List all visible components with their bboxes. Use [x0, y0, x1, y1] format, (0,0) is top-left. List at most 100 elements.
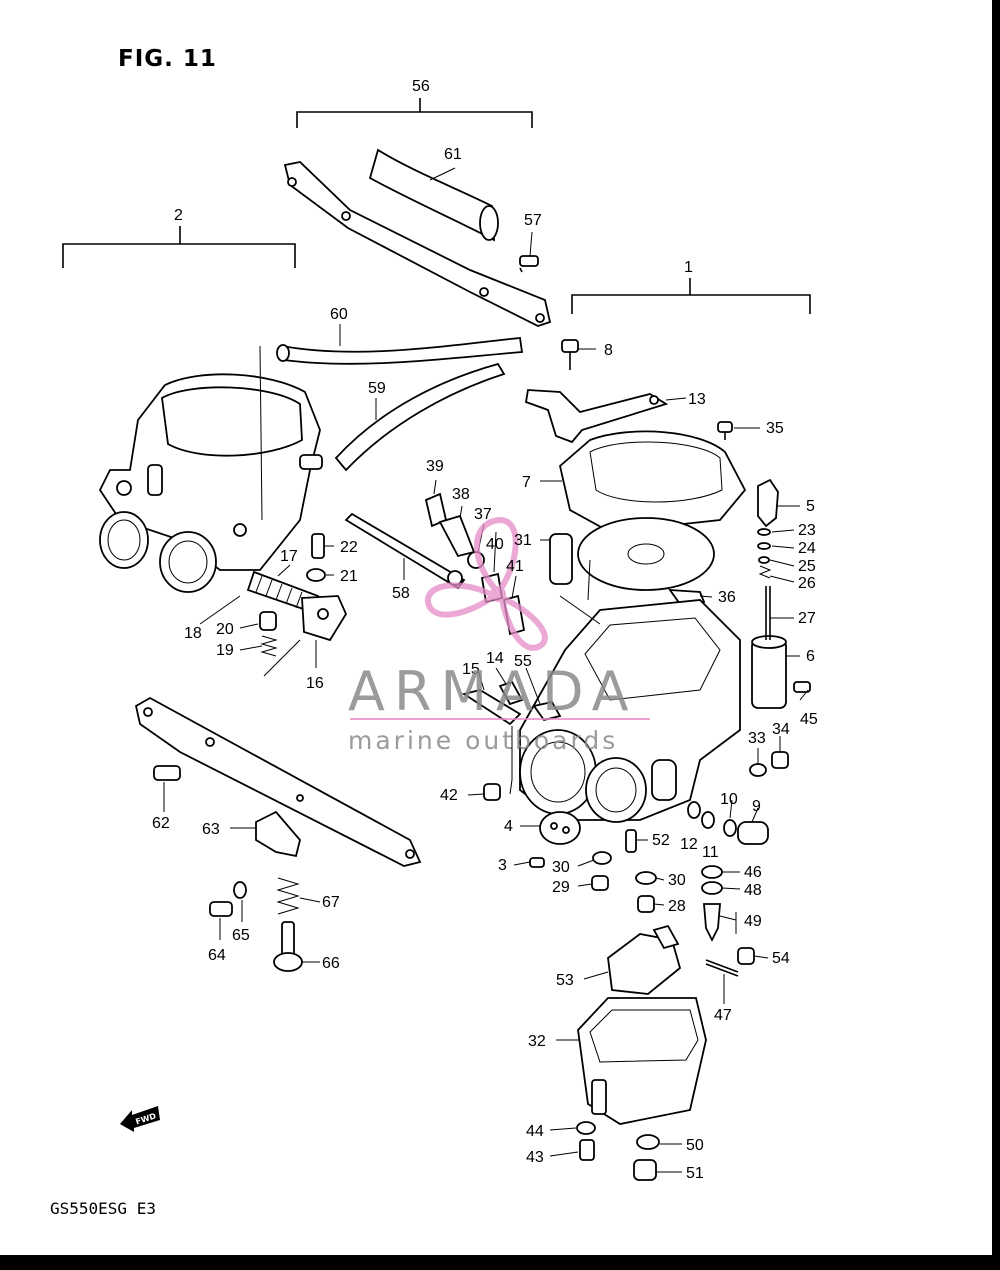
part-jet-46 [701, 865, 723, 879]
bracket-group-56 [296, 98, 533, 128]
callout-34: 34 [772, 721, 790, 738]
callout-19: 19 [216, 642, 234, 659]
callout-7: 7 [522, 474, 531, 491]
callout-32: 32 [528, 1033, 546, 1050]
part-screw-52 [625, 829, 637, 853]
part-washer-12 [687, 801, 701, 819]
part-screw-3 [529, 857, 545, 868]
fwd-arrow-icon: FWD [120, 1106, 160, 1132]
callout-labels: 61 57 60 59 8 13 35 7 5 23 24 25 26 27 6… [152, 146, 818, 1182]
group-label-56: 56 [412, 78, 430, 95]
part-float-53 [607, 924, 682, 995]
callout-46: 46 [744, 864, 762, 881]
part-float-valve-49 [703, 903, 721, 943]
callout-50: 50 [686, 1137, 704, 1154]
bracket-group-1 [571, 278, 811, 314]
callout-17: 17 [280, 548, 298, 565]
part-washer-10 [723, 819, 737, 837]
part-bracket-plate-56 [283, 161, 552, 327]
callout-45: 45 [800, 711, 818, 728]
callout-9: 9 [752, 798, 761, 815]
propeller-logo-icon [425, 516, 548, 651]
part-spring-19 [260, 635, 278, 657]
callout-47: 47 [714, 1007, 732, 1024]
callout-15: 15 [462, 661, 480, 678]
group-label-1: 1 [684, 259, 693, 276]
callout-39: 39 [426, 458, 444, 475]
callout-28: 28 [668, 898, 686, 915]
part-needle-jet-38 [438, 514, 476, 558]
part-float-bowl-32 [577, 997, 707, 1125]
watermark-brand: ARMADA [348, 660, 638, 723]
part-hose-60 [276, 337, 524, 365]
part-plug-51 [633, 1159, 657, 1181]
part-screw-45 [793, 681, 811, 693]
callout-11: 11 [702, 844, 719, 861]
part-bracket-16 [301, 595, 348, 642]
callout-24: 24 [798, 540, 816, 557]
part-adjuster-66 [273, 921, 303, 972]
callout-52: 52 [652, 832, 670, 849]
part-screw-54 [737, 947, 755, 965]
part-pin-47 [705, 959, 739, 977]
callout-12: 12 [680, 836, 698, 853]
callout-29: 29 [552, 879, 570, 896]
part-nut-21 [306, 568, 326, 582]
model-code: GS550ESG E3 [50, 1199, 156, 1218]
watermark-tagline: marine outboards [348, 726, 619, 755]
part-bracket-63 [255, 810, 301, 858]
part-left-carburetor-assembly [98, 373, 323, 593]
callout-62: 62 [152, 815, 170, 832]
callout-10: 10 [720, 791, 738, 808]
part-hose-61 [368, 148, 499, 242]
callout-49: 49 [744, 913, 762, 930]
callout-42: 42 [440, 787, 458, 804]
part-washer-65 [233, 881, 247, 899]
callout-21: 21 [340, 568, 358, 585]
callout-57: 57 [524, 212, 542, 229]
callout-23: 23 [798, 522, 816, 539]
callout-16: 16 [306, 675, 324, 692]
frame-right-edge [992, 0, 1000, 1270]
callout-18: 18 [184, 625, 202, 642]
frame-bottom-edge [0, 1255, 1000, 1270]
part-screw-29 [591, 875, 609, 891]
callout-66: 66 [322, 955, 340, 972]
callout-58: 58 [392, 585, 410, 602]
callout-54: 54 [772, 950, 790, 967]
callout-30b: 30 [668, 872, 686, 889]
part-washer-11 [701, 811, 715, 829]
callout-27: 27 [798, 610, 816, 627]
callout-5: 5 [806, 498, 815, 515]
callout-48: 48 [744, 882, 762, 899]
part-throttle-lever-13 [524, 389, 669, 444]
callout-65: 65 [232, 927, 250, 944]
callout-63: 63 [202, 821, 220, 838]
callout-13: 13 [688, 391, 706, 408]
part-screw-8 [561, 339, 579, 370]
bracket-group-2 [62, 226, 296, 268]
callout-20: 20 [216, 621, 234, 638]
part-screw-57 [519, 255, 539, 273]
part-screw-62 [153, 765, 181, 781]
part-mounting-rail [134, 696, 422, 867]
callout-3: 3 [498, 857, 507, 874]
callout-60: 60 [330, 306, 348, 323]
part-screw-43 [579, 1139, 595, 1161]
callout-64: 64 [208, 947, 226, 964]
callout-53: 53 [556, 972, 574, 989]
part-washer-30a [592, 851, 612, 865]
part-needle-27 [765, 586, 771, 640]
callout-59: 59 [368, 380, 386, 397]
callout-37: 37 [474, 506, 492, 523]
callout-4: 4 [504, 818, 513, 835]
callout-35: 35 [766, 420, 784, 437]
part-plate-4 [539, 811, 581, 845]
part-screw-22 [311, 533, 325, 559]
callout-43: 43 [526, 1149, 544, 1166]
callout-30a: 30 [552, 859, 570, 876]
callout-6: 6 [806, 648, 815, 665]
figure-title: FIG. 11 [118, 46, 217, 72]
